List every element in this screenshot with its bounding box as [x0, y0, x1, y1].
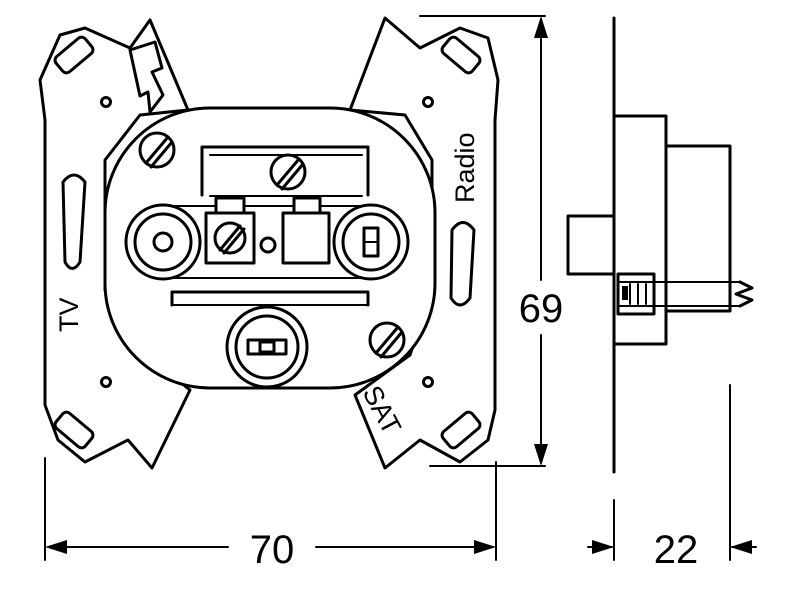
square-terminal	[281, 211, 331, 265]
corner-slot-br	[440, 410, 482, 450]
dimension-depth: 22	[587, 384, 757, 572]
screw-top-left	[138, 131, 176, 169]
side-front-cap	[566, 214, 616, 276]
label-tv: TV	[54, 297, 84, 332]
fixing-hole-br	[422, 376, 434, 388]
terminal-bracket	[200, 145, 370, 197]
center-hole	[259, 236, 277, 254]
side-housing-rear	[664, 144, 732, 313]
square-terminal-tab	[292, 196, 322, 215]
label-radio: Radio	[450, 132, 480, 203]
claw-top-left	[128, 40, 165, 114]
side-slot-right	[449, 221, 476, 307]
cable	[616, 272, 754, 316]
screw-center-top	[269, 153, 307, 191]
radio-connector	[332, 203, 410, 281]
fixing-hole-bl	[100, 376, 112, 388]
front-view: TV Radio SAT	[38, 16, 500, 470]
dimension-width: 70	[44, 457, 497, 572]
tv-connector	[124, 203, 202, 281]
screw-sat	[368, 321, 406, 359]
corner-slot-tr	[440, 35, 482, 75]
fixing-hole-tr	[422, 96, 434, 108]
dimension-height: 69	[419, 15, 564, 467]
fixing-hole-tl	[100, 96, 112, 108]
corner-slot-tl	[53, 35, 95, 75]
side-slot-left	[61, 173, 87, 270]
corner-slot-bl	[53, 410, 95, 450]
lower-bracket	[170, 290, 370, 307]
dimension-width-label: 70	[250, 528, 295, 572]
side-view	[566, 16, 754, 474]
sat-connector	[225, 305, 309, 389]
dimension-height-label: 69	[519, 287, 564, 331]
terminal-block-tab	[214, 196, 246, 215]
screw-terminal	[213, 221, 247, 255]
mounting-plate-right	[348, 16, 500, 470]
dimension-depth-label: 22	[654, 528, 699, 572]
